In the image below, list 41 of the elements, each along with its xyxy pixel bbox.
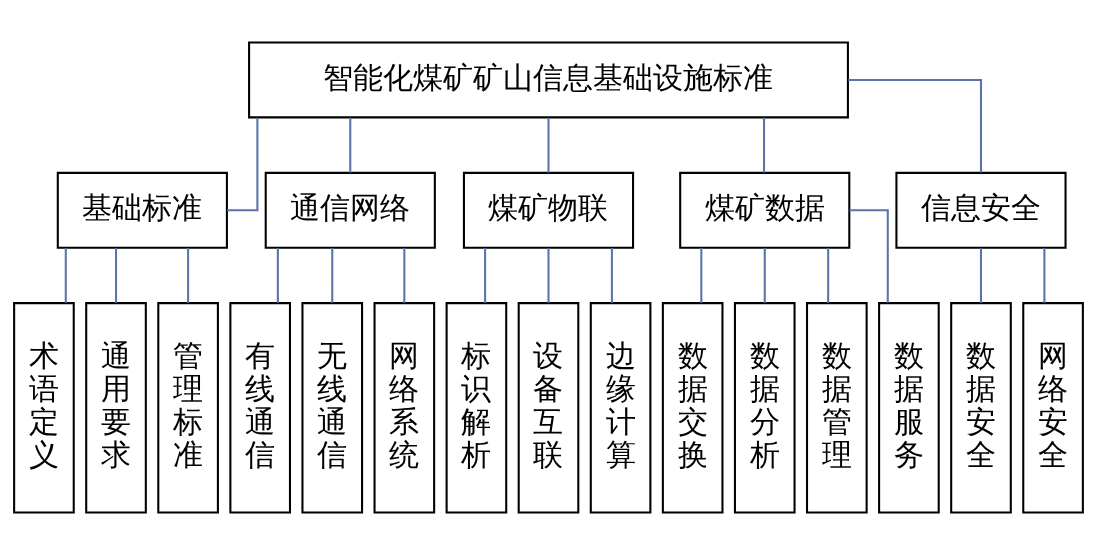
connector — [763, 117, 766, 173]
node-box: 数据服务 — [878, 301, 940, 513]
node-box: 煤矿数据 — [679, 171, 851, 249]
connector — [547, 247, 550, 303]
connector — [848, 78, 982, 173]
connector — [331, 247, 334, 303]
connector — [763, 247, 766, 303]
connector — [1043, 247, 1046, 303]
connector — [187, 247, 190, 303]
node-box: 数据安全 — [950, 301, 1012, 513]
connector — [610, 247, 613, 303]
node-box: 有线通信 — [229, 301, 292, 513]
node-box: 无线通信 — [301, 301, 364, 513]
connector — [547, 117, 550, 173]
connector — [114, 247, 118, 303]
node-box: 基础标准 — [56, 171, 228, 249]
connector — [349, 117, 352, 173]
connector — [700, 247, 703, 303]
node-box: 数据分析 — [733, 301, 796, 513]
node-box: 术语定义 — [13, 301, 75, 513]
node-box: 网络安全 — [1022, 301, 1084, 513]
connector — [403, 247, 406, 303]
node-box: 煤矿物联 — [462, 171, 635, 249]
node-box: 管理标准 — [157, 301, 219, 513]
connector — [827, 247, 830, 303]
node-box: 通用要求 — [85, 301, 147, 513]
node-box: 数据管理 — [806, 301, 868, 513]
node-box: 设备互联 — [517, 301, 580, 513]
connector — [276, 247, 279, 303]
connector — [484, 247, 487, 303]
node-box: 数据交换 — [661, 301, 724, 513]
connector — [979, 247, 982, 303]
node-box: 信息安全 — [895, 171, 1067, 249]
connector — [227, 117, 259, 211]
node-box: 网络系统 — [373, 301, 436, 513]
connector — [64, 247, 67, 303]
node-box: 智能化煤矿矿山信息基础设施标准 — [248, 41, 849, 118]
node-box: 通信网络 — [264, 171, 436, 249]
connector — [849, 208, 889, 303]
node-box: 标识解析 — [445, 301, 508, 513]
node-box: 边缘计算 — [589, 301, 652, 513]
